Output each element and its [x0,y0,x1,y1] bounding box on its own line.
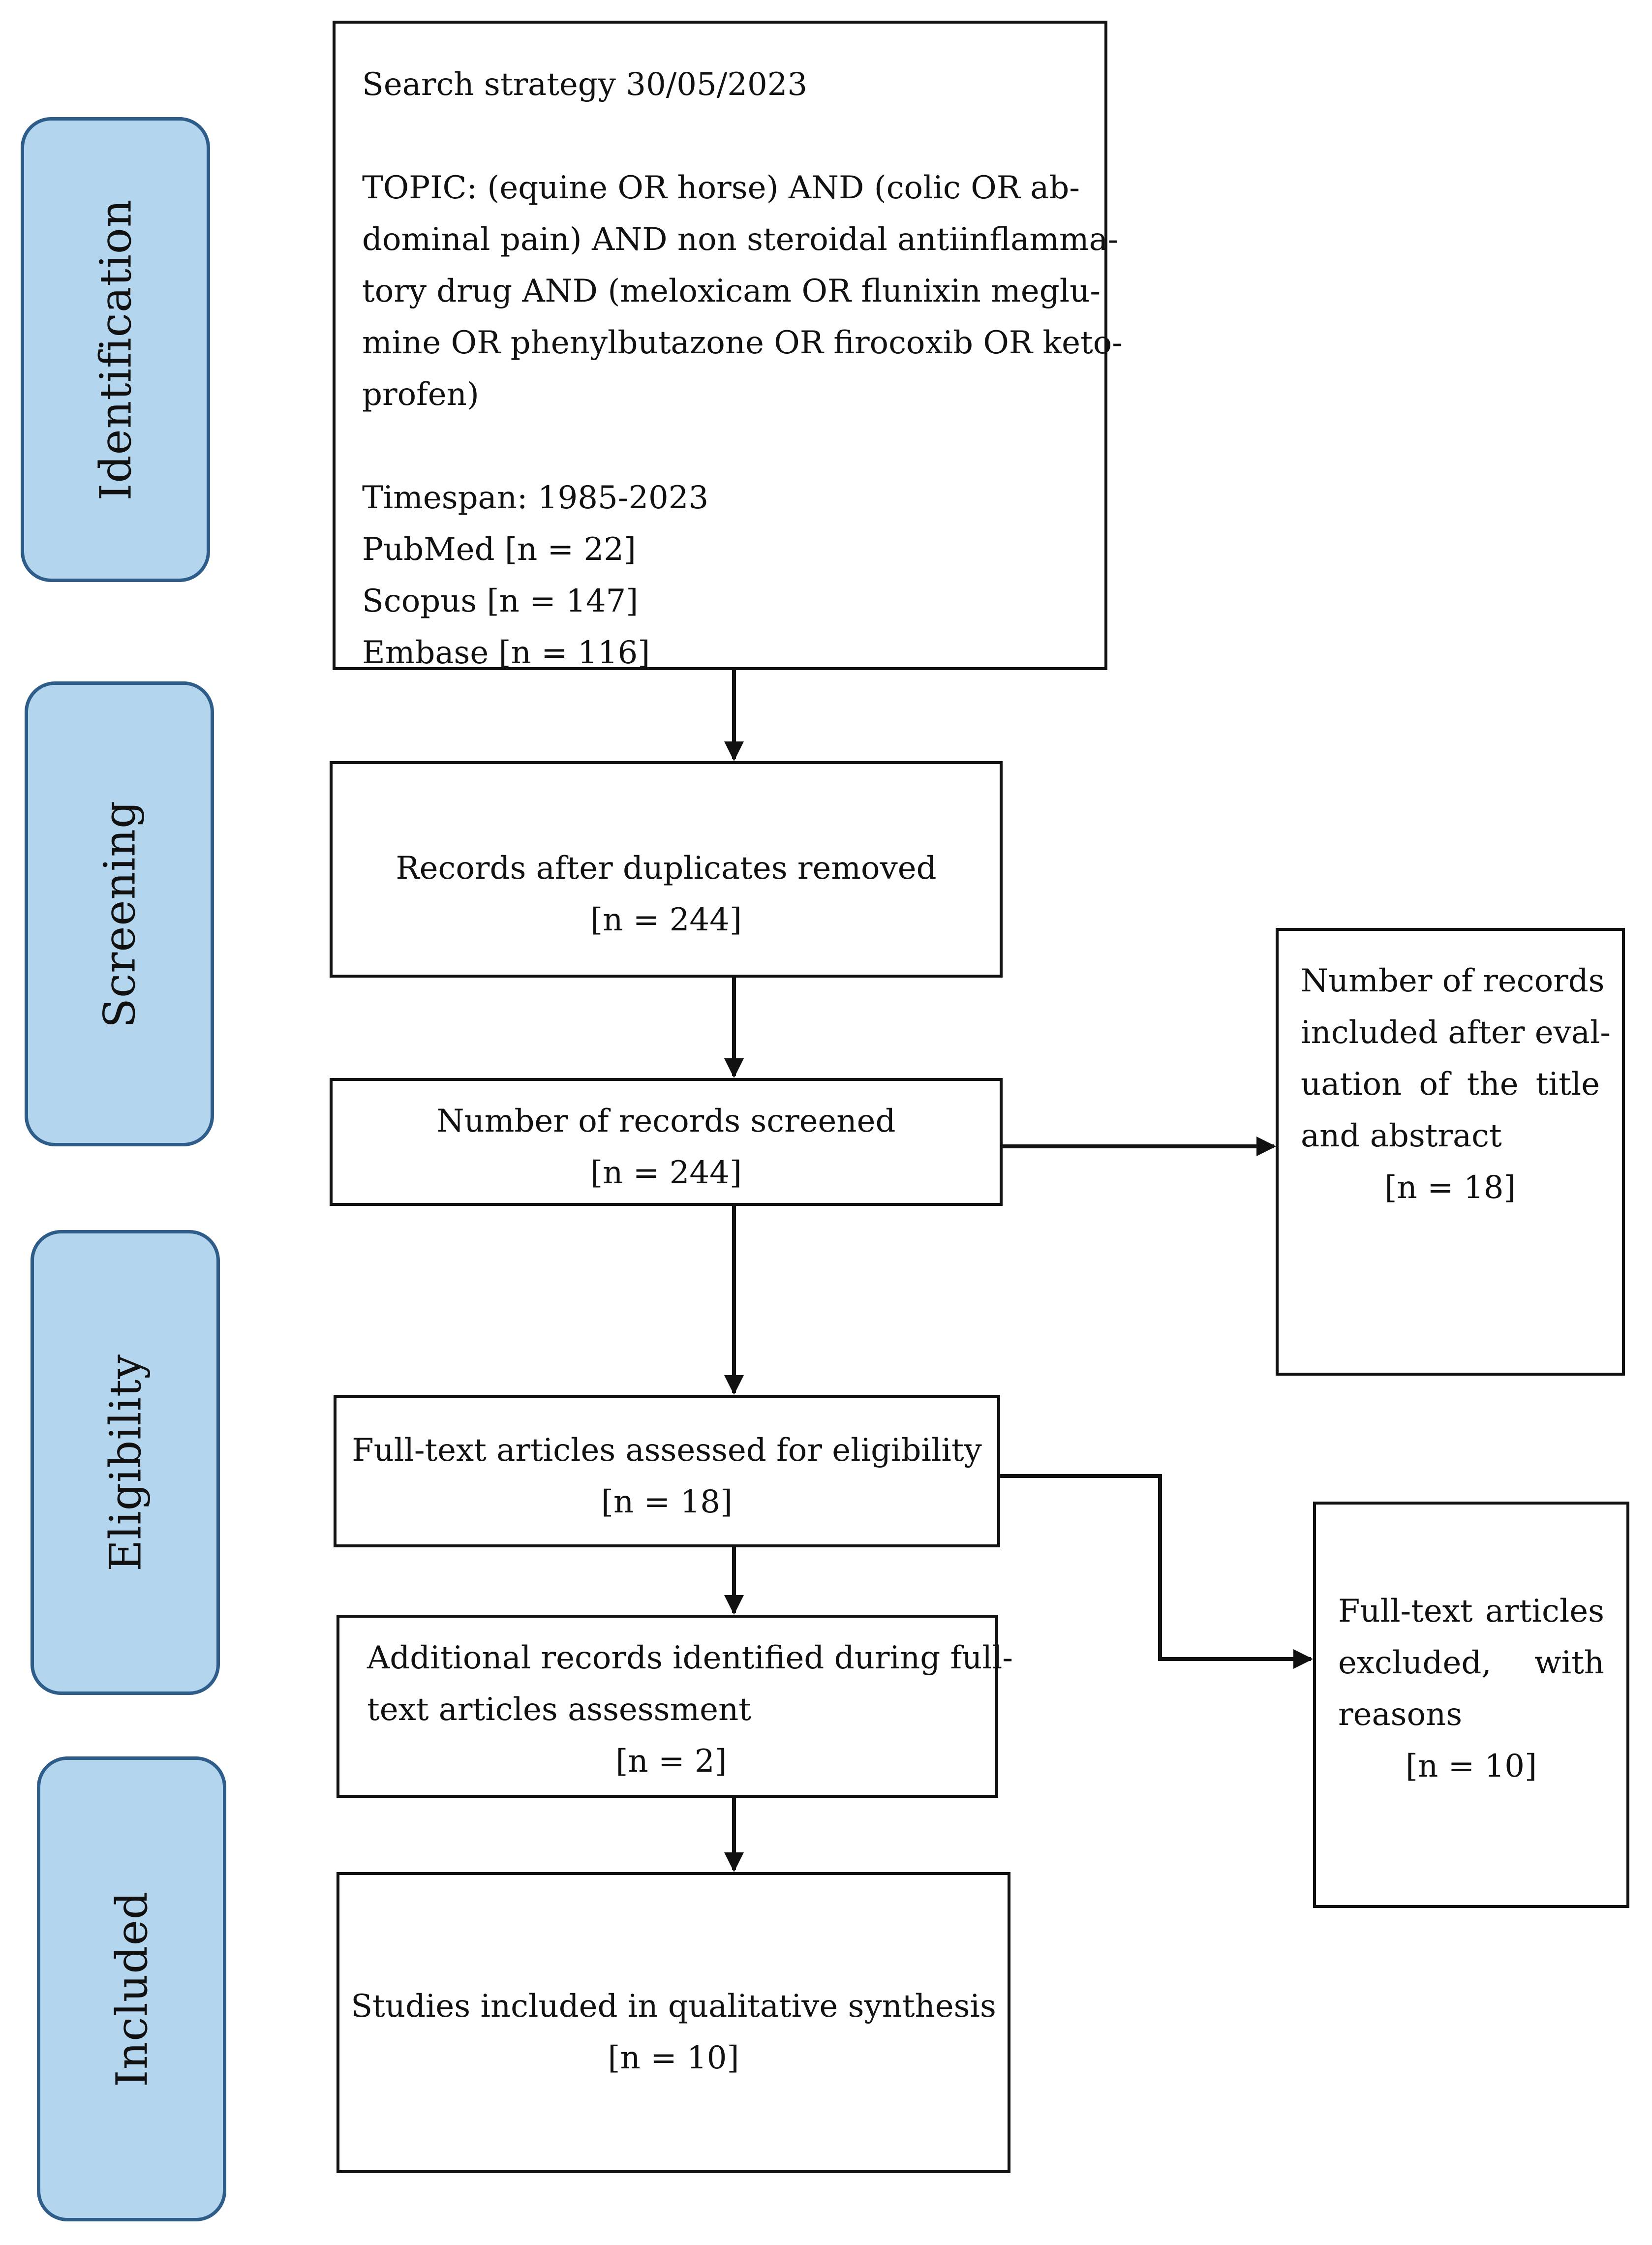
fulltext-excluded-box: Full-text articles excluded, with reason… [1313,1502,1629,1908]
phase-included: Included [37,1756,226,2221]
records-screened-label: Number of records screened [436,1103,896,1139]
duplicates-removed-label: Records after duplicates removed [396,850,937,887]
title-abstract-line: Number of records [1301,963,1605,999]
additional-records-count: [n = 2] [615,1743,727,1780]
phase-eligibility: Eligibility [31,1230,220,1695]
phase-identification: Identification [21,117,210,582]
search-topic-line: tory drug AND (meloxicam OR flunixin meg… [362,273,1101,309]
fulltext-assessed-count: [n = 18] [601,1484,733,1520]
additional-records-line: Additional records identified during ful… [367,1640,1013,1676]
records-screened-box: Number of records screened [n = 244] [330,1078,1003,1206]
search-topic-line: dominal pain) AND non steroidal antiinfl… [362,221,1119,258]
studies-included-label: Studies included in qualitative synthesi… [351,1988,996,2025]
fulltext-assessed-label: Full-text articles assessed for eligibil… [352,1432,982,1469]
fulltext-excluded-line: reasons [1338,1696,1463,1733]
title-abstract-line: and abstract [1301,1118,1502,1154]
studies-included-count: [n = 10] [608,2040,739,2076]
arrow-fulltext-to-excluded [1000,1474,1313,1669]
title-abstract-count: [n = 18] [1384,1169,1516,1206]
fulltext-excluded-count: [n = 10] [1406,1748,1537,1784]
search-topic-line: mine OR phenylbutazone OR firocoxib OR k… [362,325,1123,361]
fulltext-assessed-box: Full-text articles assessed for eligibil… [334,1395,1000,1547]
search-database-embase: Embase [n = 116] [362,635,650,671]
title-abstract-line: uation of the title [1301,1066,1600,1103]
additional-records-box: Additional records identified during ful… [337,1615,1013,1798]
search-strategy-title: Search strategy 30/05/2023 [362,66,808,103]
fulltext-excluded-line: Full-text articles [1338,1593,1604,1630]
search-topic-line: profen) [362,376,479,413]
search-database-scopus: Scopus [n = 147] [362,583,639,619]
additional-records-line: text articles assessment [367,1691,751,1728]
search-strategy-box: Search strategy 30/05/2023 TOPIC: (equin… [333,21,1123,671]
duplicates-removed-box: Records after duplicates removed [n = 24… [330,761,1003,978]
search-topic-line: TOPIC: (equine OR horse) AND (colic OR a… [362,170,1080,206]
search-timespan: Timespan: 1985-2023 [362,480,709,516]
title-abstract-box: Number of records included after eval- u… [1276,928,1625,1376]
search-database-pubmed: PubMed [n = 22] [362,531,636,568]
phase-screening: Screening [25,681,214,1146]
studies-included-box: Studies included in qualitative synthesi… [337,1872,1010,2173]
fulltext-excluded-line: excluded, with [1338,1645,1604,1681]
duplicates-removed-count: [n = 244] [590,902,742,938]
title-abstract-line: included after eval- [1301,1015,1611,1051]
records-screened-count: [n = 244] [590,1155,742,1191]
